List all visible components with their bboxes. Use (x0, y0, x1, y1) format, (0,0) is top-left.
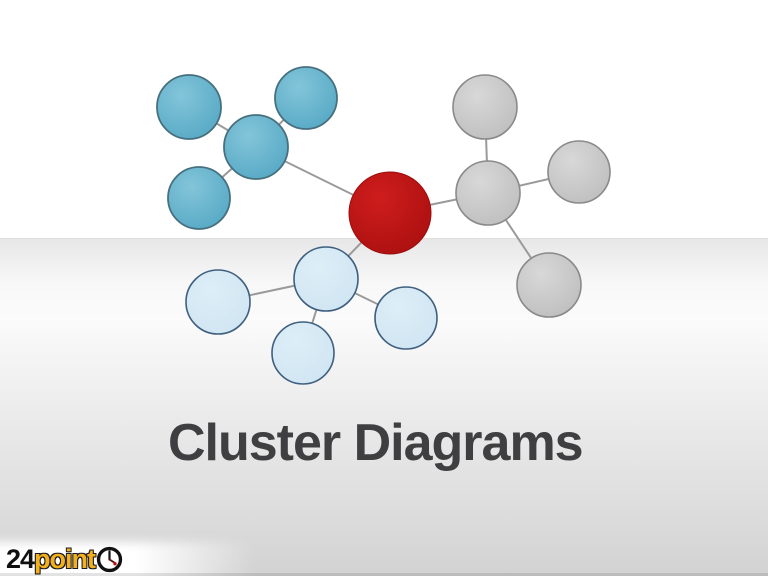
slide-bottom-edge (0, 573, 768, 576)
logo-background-glow (0, 542, 255, 576)
logo-prefix: 24 (6, 543, 35, 574)
node-center (348, 171, 432, 255)
node-teal-2 (274, 66, 338, 130)
node-gray-hub (455, 160, 521, 226)
node-gray-2 (547, 140, 611, 204)
clock-icon (96, 546, 123, 572)
background-band (0, 238, 768, 576)
node-gray-3 (516, 252, 582, 318)
node-teal-3 (167, 166, 231, 230)
brand-logo: 24 point (6, 545, 123, 573)
node-gray-1 (452, 74, 518, 140)
node-teal-1 (156, 74, 222, 140)
node-blue-1 (185, 269, 251, 335)
logo-word: point (34, 543, 96, 574)
node-blue-2 (374, 286, 438, 350)
node-teal-hub (223, 114, 289, 180)
slide-title: Cluster Diagrams (168, 414, 584, 472)
node-blue-3 (271, 321, 335, 385)
node-blue-hub (293, 246, 359, 312)
